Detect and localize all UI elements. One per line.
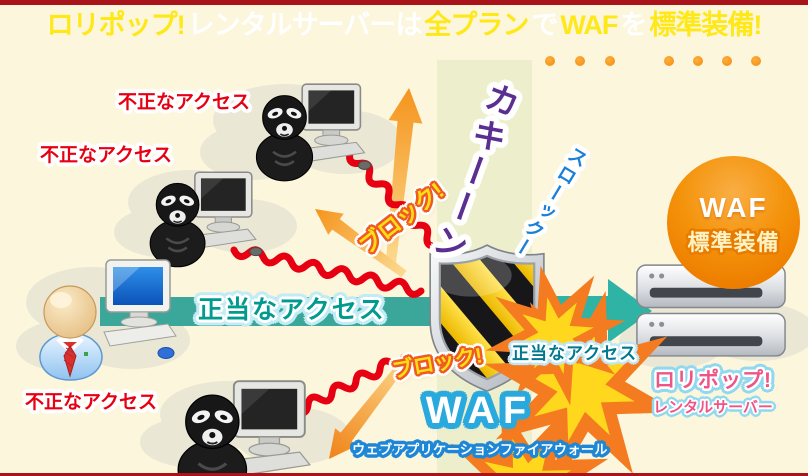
- emphasis-dot: [664, 56, 674, 66]
- attack-wave-bottom: [292, 353, 408, 417]
- unauthorized-access-label-bottom: 不正なアクセス: [25, 392, 158, 413]
- legit-access-label-right: 正当なアクセス: [512, 344, 638, 363]
- waf-caption-subtitle: ウェブアプリケーションファイアウォール: [352, 442, 608, 457]
- emphasis-dots-standard: [664, 56, 761, 66]
- banner-segment-rental: レンタルサーバーは: [187, 10, 423, 40]
- attack-wave-mid: [230, 246, 425, 298]
- frame-top-border: [0, 0, 808, 5]
- waf-caption: WAF ウェブアプリケーションファイアウォール: [340, 390, 620, 458]
- badge-waf-text: WAF: [699, 192, 768, 223]
- unauthorized-access-label-mid: 不正なアクセス: [40, 145, 173, 166]
- server-brand-line2: レンタルサーバー: [653, 399, 773, 416]
- emphasis-dot: [693, 56, 703, 66]
- shield-icon: [429, 244, 545, 392]
- deflect-arrow-up: [386, 88, 423, 263]
- waf-caption-title: WAF: [425, 390, 535, 432]
- emphasis-dot: [545, 56, 555, 66]
- waf-standard-badge: WAF 標準装備: [667, 156, 800, 289]
- emphasis-dot: [722, 56, 732, 66]
- unauthorized-access-label-top: 不正なアクセス: [118, 92, 251, 113]
- server-brand-label: ロリポップ! レンタルサーバー: [618, 364, 808, 417]
- banner-segment-wo: を: [620, 10, 647, 40]
- legit-access-label-main: 正当なアクセス: [198, 296, 386, 324]
- frame-bottom-border: [0, 473, 808, 476]
- server-brand-line1: ロリポップ!: [654, 369, 772, 392]
- deflect-arrow-upleft: [315, 209, 407, 278]
- deflect-arrow-downleft: [329, 353, 413, 459]
- emphasis-dot: [575, 56, 585, 66]
- banner-segment-brand: ロリポップ!: [46, 10, 186, 40]
- banner-title: ロリポップ! レンタルサーバーは 全プラン で WAF を 標準装備!: [0, 9, 808, 43]
- banner-segment-allplans: 全プラン: [424, 10, 529, 40]
- banner-segment-standard: 標準装備!: [649, 10, 762, 40]
- banner-segment-waf: WAF: [560, 10, 618, 40]
- emphasis-dot: [751, 56, 761, 66]
- emphasis-dots-waf: [545, 56, 615, 66]
- emphasis-dot: [605, 56, 615, 66]
- banner-segment-de: で: [531, 10, 558, 40]
- badge-standard-text: 標準装備: [687, 230, 780, 255]
